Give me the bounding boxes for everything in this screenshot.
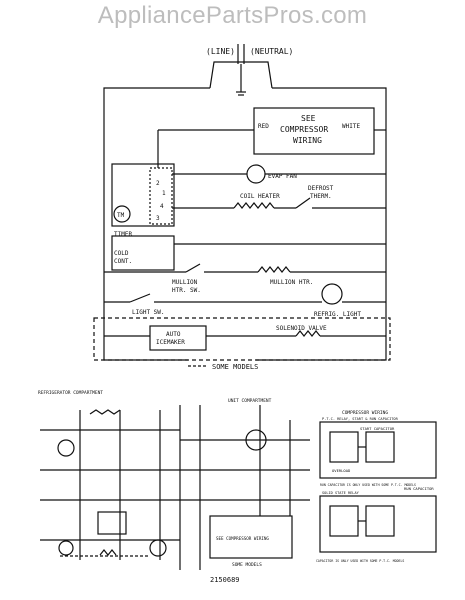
light-sw-label: LIGHT SW. [132,309,165,316]
refrig-light-icon [321,283,343,305]
timer-motor-label: TM [117,212,125,219]
power-plug [209,44,273,96]
icemaker-label-2: ICEMAKER [156,339,185,346]
evap-fan-label: EVAP FAN [268,173,297,180]
terminal-1: 1 [162,190,166,197]
compressor-box [253,107,375,155]
overload-label: OVERLOAD [332,468,351,473]
start-capacitor-label: START CAPACITOR [360,426,395,431]
refrigerator-compartment-wiring [40,409,180,560]
compressor-line1: SEE [301,114,316,123]
unit-compartment-label: UNIT COMPARTMENT [228,398,272,404]
mullion-heater-icon [257,266,291,273]
compressor-wiring-label: COMPRESSOR WIRING [342,410,388,416]
compressor-line3: WIRING [293,136,322,145]
note-b: CAPACITOR IS ONLY USED WITH SOME P.T.C. … [316,559,404,563]
note-a: RUN CAPACITOR IS ONLY USED WITH SOME P.T… [320,483,416,487]
mullion-sw-label-2: HTR. SW. [172,287,201,294]
line-label: (LINE) [206,47,235,56]
compressor-wiring-panel [319,421,437,553]
terminal-4: 4 [160,203,164,210]
run-capacitor-label: RUN CAPACITOR [404,486,434,491]
coil-heater-label: COIL HEATER [240,193,280,200]
solenoid-valve-icon [295,330,321,337]
icemaker-region [93,317,391,361]
mullion-htr-label: MULLION HTR. [270,279,313,286]
timer-label: TIMER [114,231,132,238]
part-number: 2150689 [210,576,240,584]
terminal-2: 2 [156,180,160,187]
cold-control-label-1: COLD [114,250,129,257]
bottom-some-models-label: SOME MODELS [232,562,262,568]
unit-compartment-wiring [179,405,310,570]
defrost-therm-label-1: DEFROST [308,185,334,192]
cold-control-box [111,235,175,271]
mullion-sw-label-1: MULLION [172,279,198,286]
refrig-compartment-label: REFRIGERATOR COMPARTMENT [38,390,103,396]
watermark: AppliancePartsPros.com [97,2,368,29]
timer-motor-icon [113,205,131,223]
icemaker-label-1: AUTO [166,331,181,338]
terminal-3: 3 [156,215,160,222]
cold-control-label-2: CONT. [114,258,132,265]
compressor-white-label: WHITE [342,123,360,130]
refrig-light-label: REFRIG. LIGHT [314,311,361,318]
neutral-label: (NEUTRAL) [250,47,293,56]
some-models-label: SOME MODELS [212,363,258,371]
icemaker-box [149,325,207,351]
compressor-line2: COMPRESSOR [280,125,328,134]
ptc-relay-label: P.T.C. RELAY, START & RUN CAPACITOR [322,417,399,421]
compressor-red-label: RED [258,123,269,130]
timer-box [111,163,175,227]
solid-state-label: SOLID STATE RELAY [322,491,360,495]
solenoid-valve-label: SOLENOID VALVE [276,325,327,332]
defrost-therm-label-2: THERM. [310,193,332,200]
coil-heater-icon [233,202,275,209]
see-compressor-wiring-label: SEE COMPRESSOR WIRING [216,536,269,541]
evap-fan-icon [246,164,266,184]
